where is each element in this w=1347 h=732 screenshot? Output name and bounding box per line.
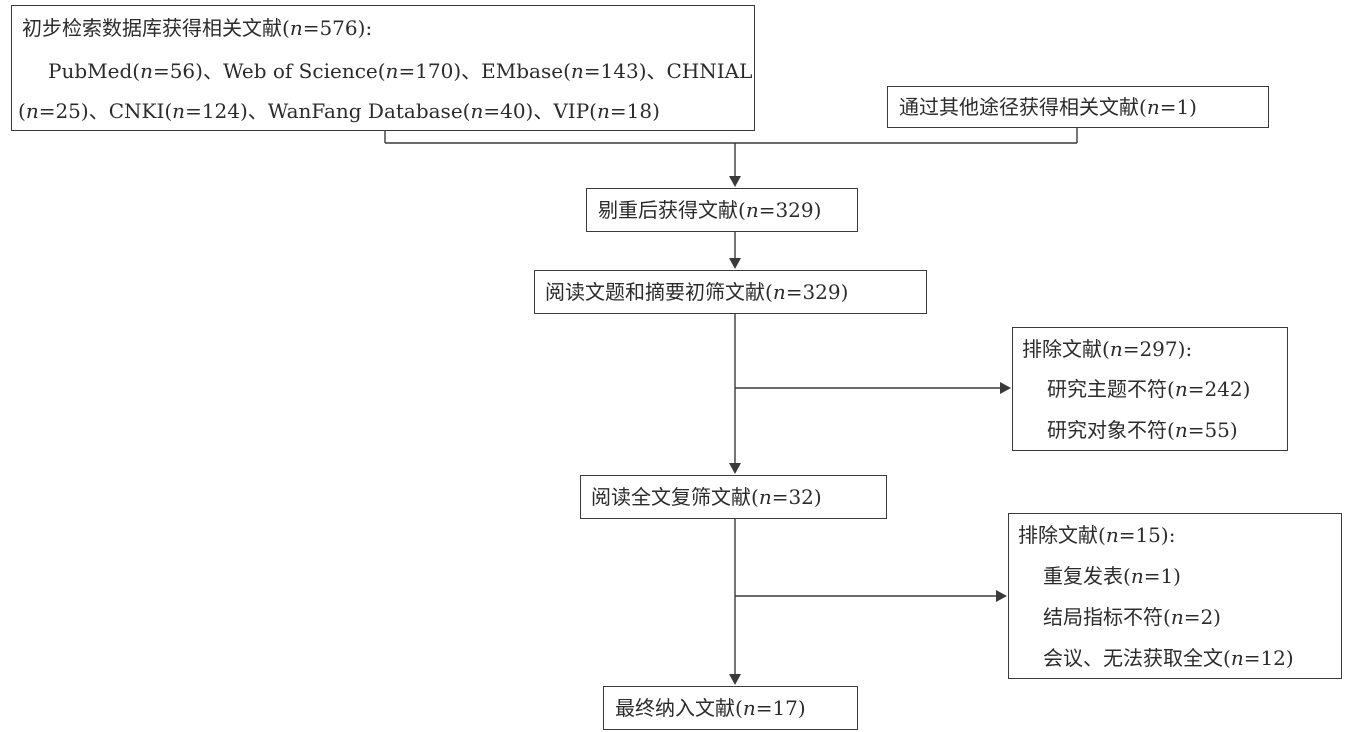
full-text-screening-label: 阅读全文复筛文献(n=32) [591,485,822,509]
exclusion-box-2 [1008,513,1342,679]
exclusion-2-item: 会议、无法获取全文(n=12) [1043,646,1294,670]
exclusion-1-item: 研究主题不符(n=242) [1047,377,1251,401]
database-search-title: 初步检索数据库获得相关文献(n=576): [22,16,373,40]
full-text-screening-box [580,475,887,519]
exclusion-2-item: 结局指标不符(n=2) [1043,605,1221,629]
exclusion-2-item: 重复发表(n=1) [1043,564,1181,588]
exclusion-box-1 [1012,327,1288,451]
other-sources-label: 通过其他途径获得相关文献(n=1) [899,95,1197,119]
database-search-box [11,5,755,131]
exclusion-1-item: 研究对象不符(n=55) [1047,418,1238,442]
title-abstract-screening-label: 阅读文题和摘要初筛文献(n=329) [545,280,849,304]
title-abstract-screening-box [534,270,927,314]
other-sources-box [887,86,1269,128]
exclusion-1-title: 排除文献(n=297): [1022,337,1193,361]
exclusion-2-title: 排除文献(n=15): [1018,523,1176,547]
final-included-label: 最终纳入文献(n=17) [615,696,806,720]
dedup-label: 剔重后获得文献(n=329) [598,198,822,222]
final-included-box [603,686,858,730]
database-search-line3: (n=25)、CNKI(n=124)、WanFang Database(n=40… [18,99,660,123]
dedup-box [586,188,858,232]
database-search-line2: PubMed(n=56)、Web of Science(n=170)、EMbas… [48,59,753,83]
